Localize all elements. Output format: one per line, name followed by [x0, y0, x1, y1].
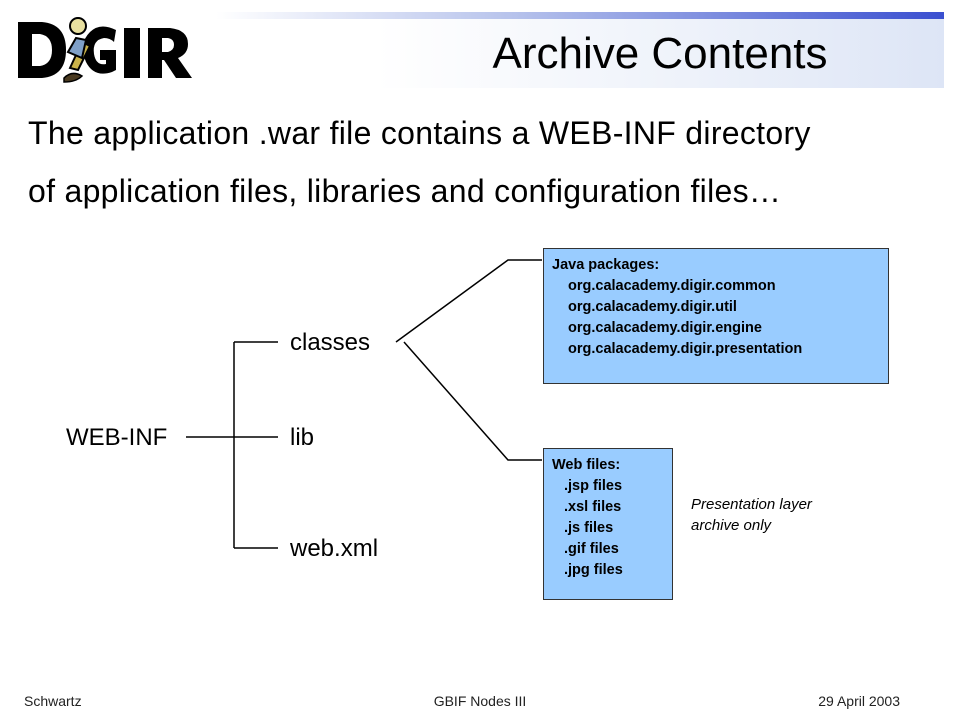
tree-node-classes: classes: [290, 329, 371, 356]
title-band: [376, 14, 944, 88]
java-package-item: org.calacademy.digir.util: [568, 299, 737, 315]
web-file-item: .js files: [564, 520, 614, 536]
note-line: archive only: [691, 517, 772, 534]
title-accent-bar: [216, 12, 944, 19]
footer-event: GBIF Nodes III: [433, 693, 527, 709]
web-file-item: .jsp files: [564, 478, 623, 494]
web-file-item: .jpg files: [564, 562, 623, 578]
footer-date: 29 April 2003: [818, 693, 900, 709]
presentation-note: Presentation layer archive only: [691, 494, 891, 536]
tree-node-web-xml: web.xml: [290, 535, 379, 562]
intro-text: The application .war file contains a WEB…: [28, 104, 948, 220]
digir-logo: [18, 17, 192, 83]
slide-title: Archive Contents: [492, 29, 828, 78]
web-files-box: Web files: .jsp files .xsl files .js fil…: [543, 448, 673, 600]
web-file-item: .xsl files: [564, 499, 622, 515]
intro-line: of application files, libraries and conf…: [28, 173, 782, 209]
intro-line: The application .war file contains a WEB…: [28, 115, 811, 151]
java-packages-box: Java packages: org.calacademy.digir.comm…: [543, 248, 889, 384]
note-line: Presentation layer: [691, 496, 812, 513]
java-package-item: org.calacademy.digir.common: [568, 278, 776, 294]
web-file-item: .gif files: [564, 541, 619, 557]
footer-author: Schwartz: [24, 693, 82, 709]
tree-root-web-inf: WEB-INF: [66, 424, 168, 451]
tree-node-lib: lib: [290, 424, 315, 451]
connector-classes-to-web: [403, 341, 542, 461]
connector-classes-to-java: [395, 259, 542, 343]
java-packages-heading: Java packages:: [552, 257, 660, 273]
java-package-item: org.calacademy.digir.presentation: [568, 341, 803, 357]
web-files-heading: Web files:: [552, 457, 621, 473]
digger-figure-icon: [63, 17, 92, 83]
digir-logo-letters: [18, 22, 192, 78]
java-package-item: org.calacademy.digir.engine: [568, 320, 762, 336]
